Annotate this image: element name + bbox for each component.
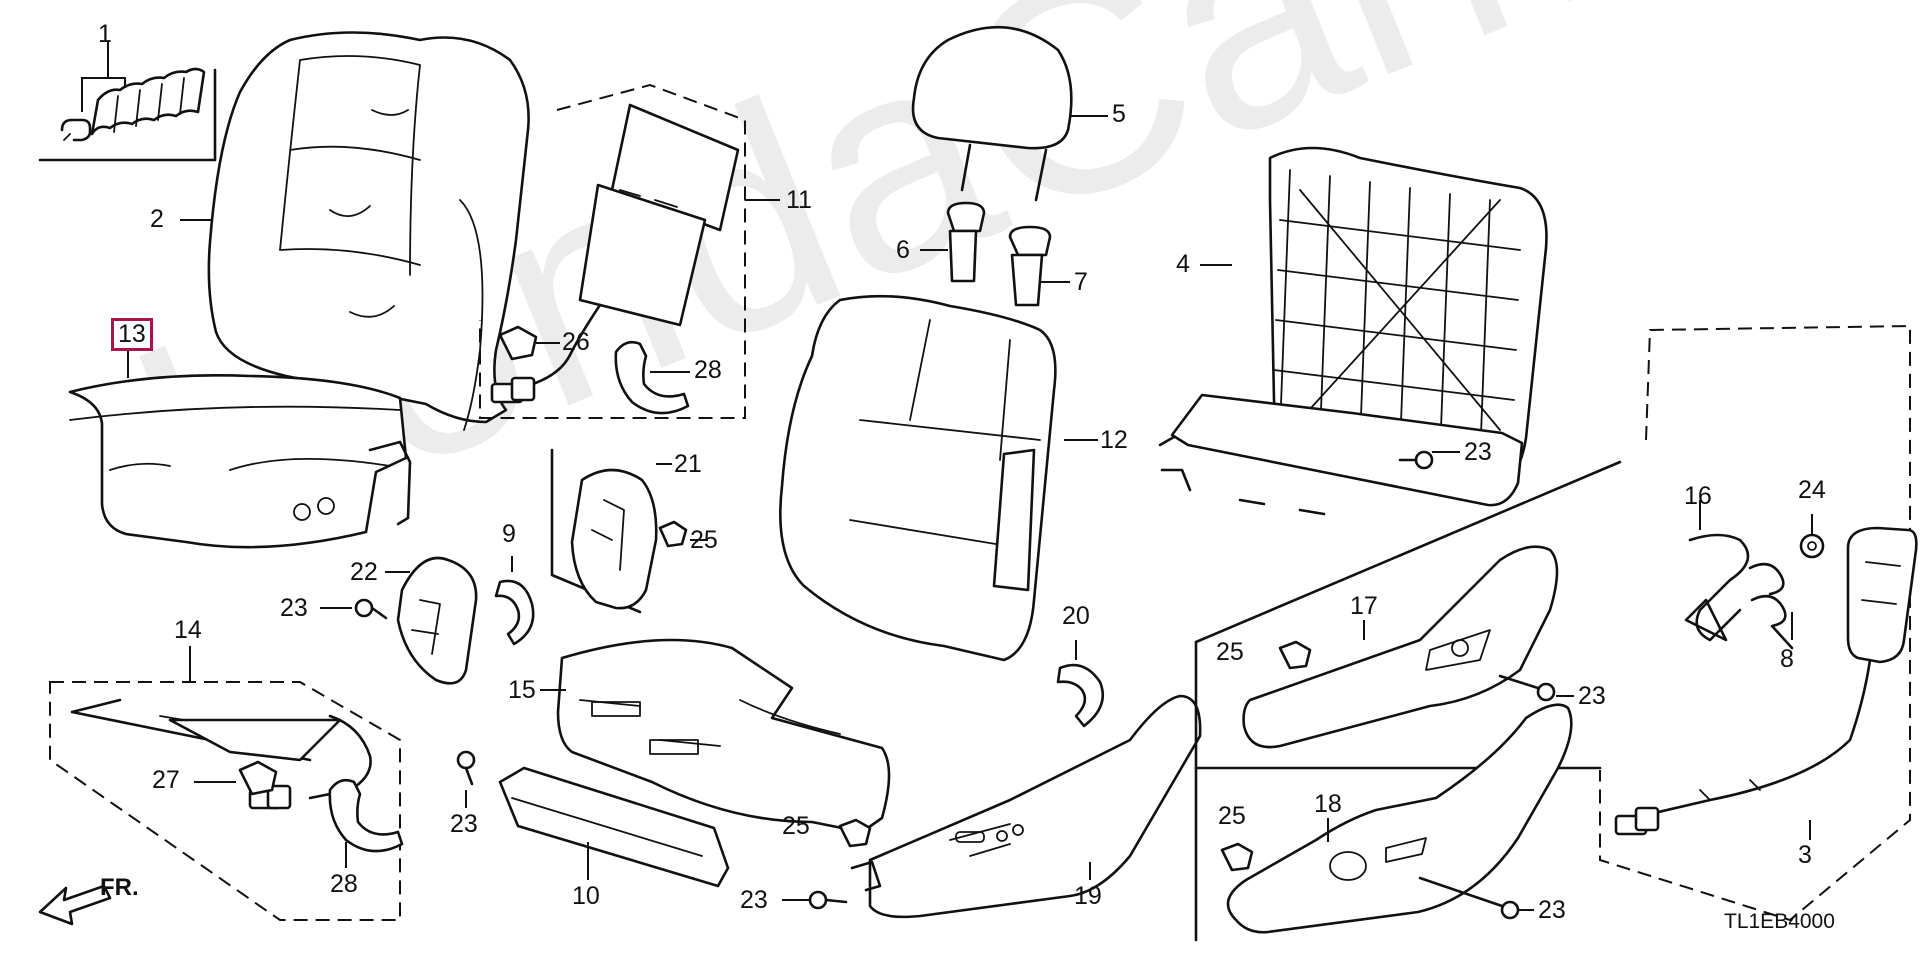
part-23-bolt-d (782, 890, 848, 910)
callout-23-bracket[interactable]: 23 (280, 594, 308, 622)
part-1-clip-set (38, 42, 217, 162)
part-15-seat-cushion-pad (540, 638, 891, 834)
drawing-code: TL1EB4000 (1724, 910, 1835, 933)
part-3-side-airbag-group (1599, 324, 1918, 922)
part-23-bolt-f (1418, 876, 1534, 920)
callout-7[interactable]: 7 (1074, 268, 1088, 296)
callout-18[interactable]: 18 (1314, 790, 1342, 818)
part-25-clip-a (658, 520, 708, 548)
callout-25-cover[interactable]: 25 (690, 526, 718, 554)
part-9-clip (494, 556, 535, 646)
callout-5[interactable]: 5 (1112, 100, 1126, 128)
part-21-switch-cover-group (550, 448, 672, 614)
callout-27[interactable]: 27 (152, 766, 180, 794)
callout-23-outer-trim[interactable]: 23 (1538, 896, 1566, 924)
part-25-clip-c (1278, 640, 1312, 670)
callout-28-lower[interactable]: 28 (330, 870, 358, 898)
callout-23-frame[interactable]: 23 (1464, 438, 1492, 466)
part-14-cushion-heater-group (49, 646, 401, 921)
callout-24[interactable]: 24 (1798, 476, 1826, 504)
callout-21[interactable]: 21 (674, 450, 702, 478)
part-5-headrest (911, 25, 1108, 202)
part-11-seat-heater-group (479, 83, 780, 419)
callout-23-inner-trim[interactable]: 23 (1578, 682, 1606, 710)
part-19-outer-side-cover (850, 694, 1202, 919)
callout-12[interactable]: 12 (1100, 426, 1128, 454)
part-4-seat-back-frame (1158, 146, 1548, 516)
callout-23-front[interactable]: 23 (450, 810, 478, 838)
part-13-seat-cushion-cover (68, 348, 412, 549)
callout-3[interactable]: 3 (1798, 841, 1812, 869)
callout-4[interactable]: 4 (1176, 250, 1190, 278)
callout-28-upper[interactable]: 28 (694, 356, 722, 384)
part-17-inner-trim-cover (1242, 545, 1559, 749)
callout-25-outer-trim[interactable]: 25 (1218, 802, 1246, 830)
part-27-clip (194, 760, 278, 796)
front-direction-arrow (38, 884, 112, 926)
callout-11[interactable]: 11 (786, 186, 812, 214)
callout-9[interactable]: 9 (502, 520, 516, 548)
part-23-bolt-e (1498, 674, 1574, 702)
part-18-outer-trim (1226, 703, 1573, 934)
part-26-clip (498, 325, 560, 361)
part-12-seat-back-pad (779, 294, 1098, 662)
callout-6[interactable]: 6 (896, 236, 910, 264)
callout-10[interactable]: 10 (572, 882, 600, 910)
part-28-lower-band (328, 778, 404, 868)
callout-1[interactable]: 1 (98, 20, 112, 48)
front-label: FR. (100, 874, 139, 901)
callout-23-outer[interactable]: 23 (740, 886, 768, 914)
callout-19[interactable]: 19 (1074, 882, 1102, 910)
callout-2[interactable]: 2 (150, 205, 164, 233)
callout-22[interactable]: 22 (350, 558, 378, 586)
part-24-nut (1799, 514, 1825, 559)
part-23-frame-bolt (1398, 450, 1460, 470)
part-28-upper-band (614, 340, 690, 415)
part-25-clip-b (838, 818, 872, 848)
callout-25-center[interactable]: 25 (782, 812, 810, 840)
part-16-spring-clip (1684, 500, 1750, 642)
part-8-hook-clip (1748, 562, 1794, 650)
callout-20[interactable]: 20 (1062, 602, 1090, 630)
part-7-headrest-guide (1008, 225, 1070, 307)
part-6-headrest-guide (920, 201, 986, 283)
callout-17[interactable]: 17 (1350, 592, 1378, 620)
part-23-bolt-c (456, 750, 476, 808)
part-10-front-trim (498, 766, 730, 888)
part-23-bolt-b (320, 598, 388, 620)
callout-15[interactable]: 15 (508, 676, 536, 704)
part-22-side-bracket (385, 556, 478, 685)
callout-8[interactable]: 8 (1780, 645, 1794, 673)
callout-13[interactable]: 13 (111, 318, 153, 351)
callout-14[interactable]: 14 (174, 616, 202, 644)
callout-16[interactable]: 16 (1684, 482, 1712, 510)
part-25-clip-d (1220, 842, 1254, 872)
part-20-clip (1056, 640, 1105, 728)
callout-26[interactable]: 26 (562, 328, 590, 356)
part-2-seat-back-cover (180, 31, 530, 431)
callout-25-inner-trim[interactable]: 25 (1216, 638, 1244, 666)
